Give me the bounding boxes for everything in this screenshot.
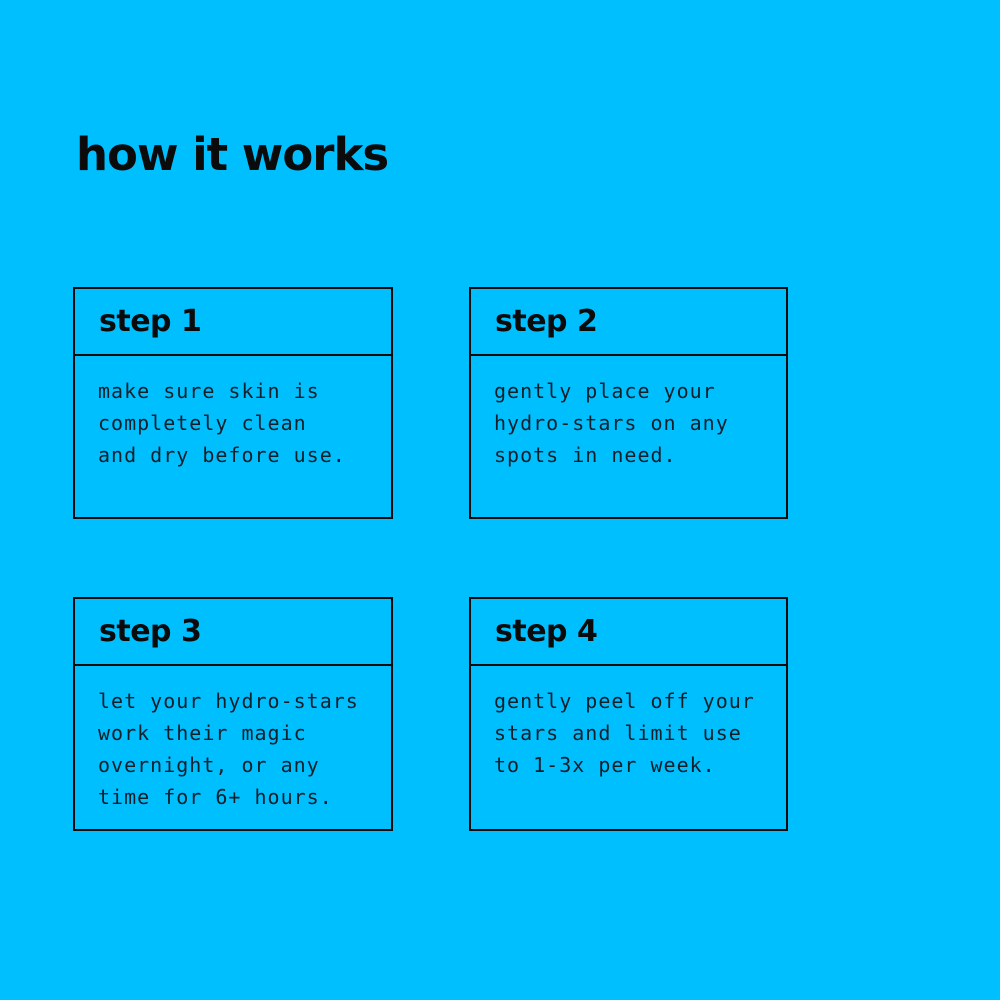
step-3-title: step 3 [99, 614, 202, 649]
step-2-body: gently place your hydro-stars on any spo… [494, 379, 729, 467]
step-3-body: let your hydro-stars work their magic ov… [98, 689, 359, 809]
step-card-3-header: step 3 [75, 599, 391, 666]
step-card-1: step 1 make sure skin is completely clea… [73, 287, 393, 519]
step-card-1-header: step 1 [75, 289, 391, 356]
step-2-title: step 2 [495, 304, 598, 339]
page-title: how it works [76, 128, 389, 182]
step-card-3: step 3 let your hydro-stars work their m… [73, 597, 393, 831]
step-1-title: step 1 [99, 304, 202, 339]
step-1-body: make sure skin is completely clean and d… [98, 379, 346, 467]
step-card-4: step 4 gently peel off your stars and li… [469, 597, 788, 831]
step-card-2-header: step 2 [471, 289, 786, 356]
step-card-2: step 2 gently place your hydro-stars on … [469, 287, 788, 519]
step-4-title: step 4 [495, 614, 598, 649]
step-4-body: gently peel off your stars and limit use… [494, 689, 755, 777]
step-card-4-header: step 4 [471, 599, 786, 666]
